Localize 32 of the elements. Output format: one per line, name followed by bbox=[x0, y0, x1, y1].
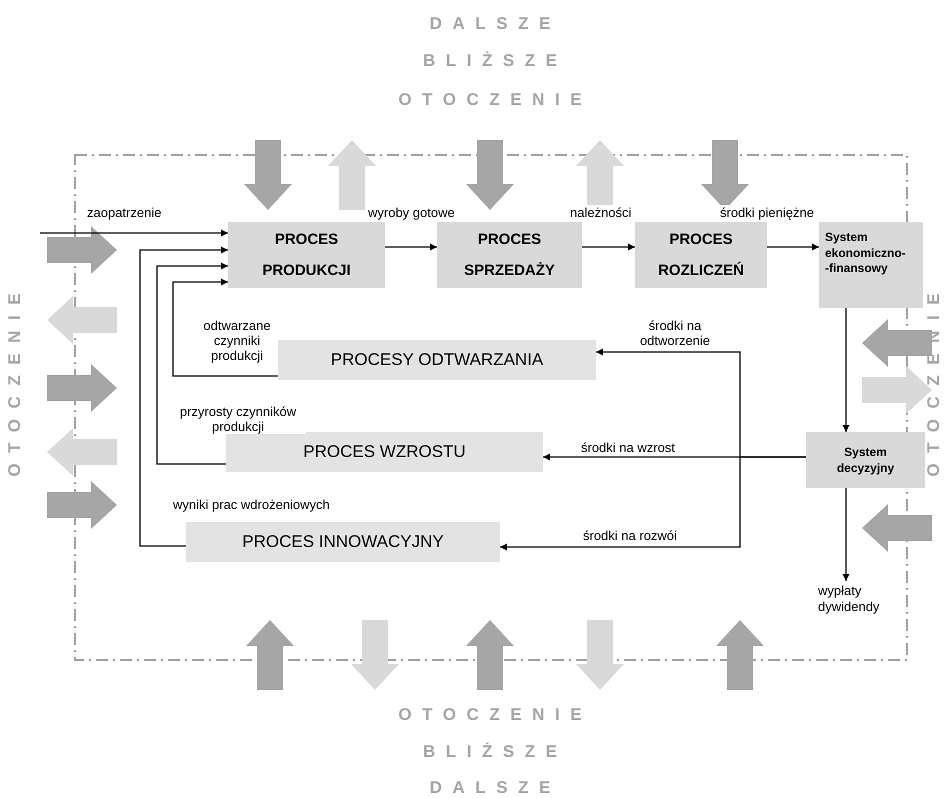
system-box: System ekonomiczno- -finansowy bbox=[819, 222, 923, 308]
system-box: System decyzyjny bbox=[806, 432, 925, 488]
process-box: PROCES SPRZEDAŻY bbox=[437, 222, 582, 288]
environment-label: DALSZE bbox=[428, 778, 561, 798]
edge-label: zaopatrzenie bbox=[87, 205, 162, 220]
arrow bbox=[582, 244, 635, 250]
arrow bbox=[767, 244, 819, 250]
process-box: PROCESY ODTWARZANIA bbox=[278, 340, 596, 380]
edge-label: należności bbox=[570, 205, 632, 220]
arrow bbox=[500, 456, 806, 550]
arrow bbox=[842, 488, 850, 581]
node-text: wypłaty dywidendy bbox=[818, 581, 904, 617]
environment-label: OTOCZENIE bbox=[397, 705, 592, 725]
arrow bbox=[842, 308, 850, 432]
edge-label: środki na wzrost bbox=[581, 440, 675, 455]
environment-label: BLIŻSZE bbox=[422, 742, 568, 762]
arrow bbox=[172, 278, 278, 377]
edge-label: wyniki prac wdrożeniowych bbox=[173, 497, 330, 512]
environment-label: DALSZE bbox=[428, 14, 561, 34]
edge-label: środki pieniężne bbox=[720, 205, 814, 220]
edge-label: wyroby gotowe bbox=[368, 205, 455, 220]
edge-label: środki na rozwói bbox=[583, 528, 677, 543]
environment-label: BLIŻSZE bbox=[422, 51, 568, 71]
process-box: PROCES INNOWACYJNY bbox=[186, 522, 500, 562]
process-box: PROCES PRODUKCJI bbox=[228, 222, 385, 288]
environment-label: OTOCZENIE bbox=[397, 90, 592, 110]
environment-label: OTOCZENIE bbox=[5, 282, 25, 479]
arrow bbox=[156, 262, 228, 465]
arrow bbox=[385, 244, 437, 250]
process-box: PROCES ROZLICZEŃ bbox=[635, 222, 767, 288]
arrow bbox=[139, 246, 228, 547]
arrow bbox=[40, 230, 228, 236]
